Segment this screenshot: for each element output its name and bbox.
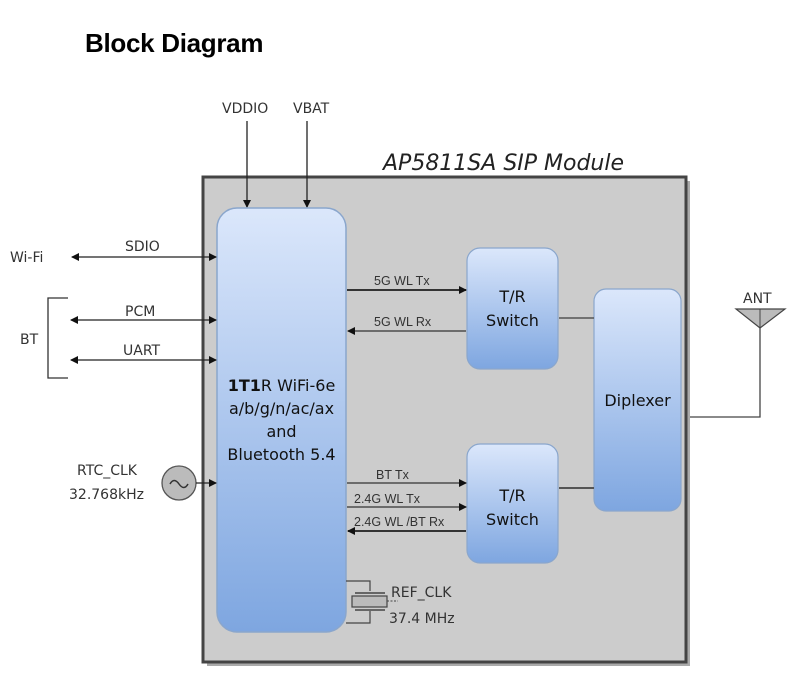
- tr-switch-5g-line1: T/R: [498, 287, 525, 306]
- tr-switch-24g: [466, 443, 559, 564]
- ref-clk-freq: 37.4 MHz: [389, 611, 455, 627]
- antenna-label: ANT: [743, 291, 772, 307]
- rtc-clk-label: RTC_CLK: [77, 463, 138, 479]
- rtc-clk-freq: 32.768kHz: [69, 487, 144, 503]
- chip-line4: Bluetooth 5.4: [227, 445, 335, 464]
- sdio-label: SDIO: [125, 239, 160, 255]
- wifi-bt-chip-block: [216, 207, 347, 633]
- 5g-tx-label: 5G WL Tx: [374, 274, 430, 288]
- crystal-icon: [346, 580, 398, 624]
- ref-clk-label: REF_CLK: [391, 585, 452, 601]
- 5g-rx-label: 5G WL Rx: [374, 315, 432, 329]
- 24g-wl-tx-label: 2.4G WL Tx: [354, 492, 421, 506]
- sine-wave-icon: [169, 479, 189, 489]
- tr-switch-24g-line2: Switch: [486, 510, 539, 529]
- bt-label: BT: [20, 332, 39, 348]
- chip-line3: and: [266, 422, 296, 441]
- tr-switch-24g-line1: T/R: [498, 486, 525, 505]
- diplexer-block: [593, 288, 682, 512]
- bt-bracket: [47, 297, 68, 379]
- diplexer-label: Diplexer: [604, 391, 671, 410]
- vbat-label: VBAT: [293, 101, 330, 117]
- vddio-label: VDDIO: [222, 101, 268, 117]
- tr-switch-5g-line2: Switch: [486, 311, 539, 330]
- module-title: AP5811SA SIP Module: [381, 151, 624, 176]
- pcm-label: PCM: [125, 304, 155, 320]
- bt-tx-label: BT Tx: [376, 468, 410, 482]
- page-title: Block Diagram: [85, 28, 264, 58]
- chip-line2: a/b/g/n/ac/ax: [229, 399, 334, 418]
- wifi-label: Wi-Fi: [10, 250, 43, 266]
- chip-line1: 1T1R WiFi-6e: [228, 376, 336, 395]
- 24g-rx-label: 2.4G WL /BT Rx: [354, 515, 445, 529]
- tr-switch-5g: [466, 247, 559, 370]
- antenna-feed-line: [690, 327, 761, 418]
- uart-label: UART: [123, 343, 161, 359]
